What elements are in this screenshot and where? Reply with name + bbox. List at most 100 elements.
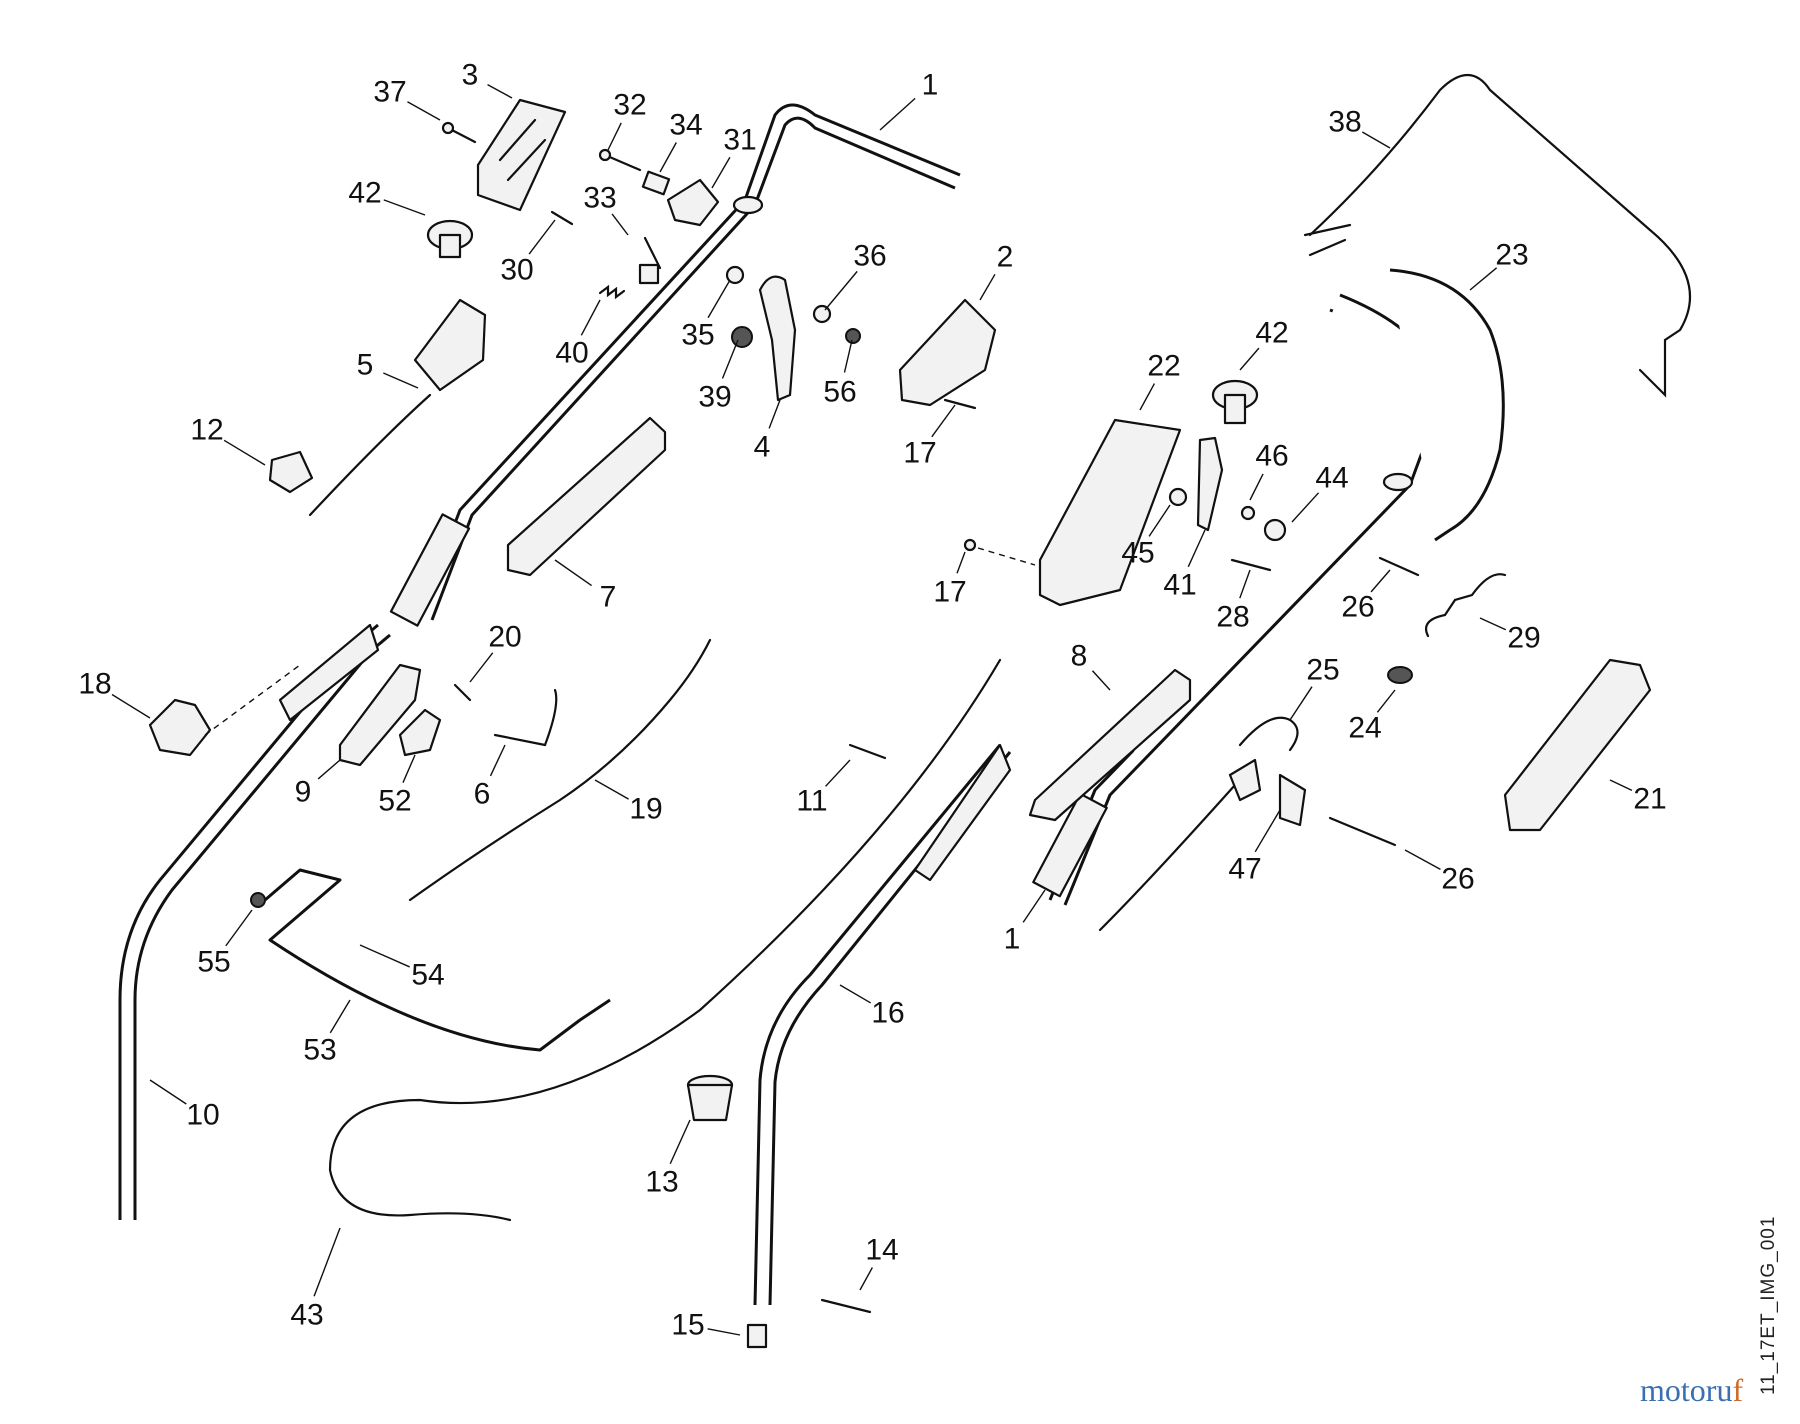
lever-part xyxy=(758,275,797,402)
bracket-part xyxy=(1228,758,1397,847)
bolt-part xyxy=(848,743,887,760)
leader-line xyxy=(223,439,266,466)
leader-line xyxy=(469,652,494,683)
callout-number: 19 xyxy=(629,793,662,826)
screw-part xyxy=(598,148,642,172)
callout-number: 14 xyxy=(865,1234,898,1267)
callout-number: 37 xyxy=(373,76,406,109)
callout-number: 23 xyxy=(1495,239,1528,272)
callout-number: 54 xyxy=(411,959,444,992)
callout-number: 6 xyxy=(474,778,491,811)
leader-line xyxy=(487,83,513,99)
callout-number: 2 xyxy=(997,241,1014,274)
washer-part xyxy=(1168,487,1188,507)
callout-number: 30 xyxy=(500,254,533,287)
leader-line xyxy=(1148,504,1171,537)
bolt-part xyxy=(820,1298,872,1314)
leader-line xyxy=(1376,689,1396,713)
leader-line xyxy=(402,754,416,783)
bolt-part xyxy=(493,688,558,747)
leader-line xyxy=(594,779,629,800)
leader-line xyxy=(528,219,556,255)
nut-part xyxy=(1263,518,1287,542)
leader-line xyxy=(1239,569,1251,599)
spring-part xyxy=(1238,716,1299,752)
screw-part xyxy=(963,538,1036,566)
callout-number: 43 xyxy=(290,1299,323,1332)
leader-line xyxy=(1091,670,1111,691)
leader-line xyxy=(956,551,966,574)
leader-line xyxy=(580,299,601,336)
leader-line xyxy=(1361,131,1391,149)
callout-number: 1 xyxy=(1004,923,1021,956)
knob-part xyxy=(426,219,474,259)
screw-part xyxy=(441,121,477,144)
leader-line xyxy=(111,693,151,719)
callout-number: 20 xyxy=(488,621,521,654)
control-housing-part xyxy=(1038,418,1182,607)
leader-line xyxy=(489,744,506,777)
callout-number: 52 xyxy=(378,785,411,818)
leader-line xyxy=(1609,779,1633,792)
spring-part xyxy=(598,284,626,300)
callout-number: 22 xyxy=(1147,350,1180,383)
bushing-part xyxy=(686,1074,734,1122)
callout-number: 44 xyxy=(1315,462,1348,495)
leader-line xyxy=(1289,686,1313,721)
leader-line xyxy=(1370,569,1391,593)
leader-line xyxy=(707,1328,741,1336)
callout-number: 53 xyxy=(303,1034,336,1067)
leader-line xyxy=(1187,529,1206,568)
screw-part xyxy=(550,210,574,226)
bolt-part xyxy=(638,236,662,285)
callout-number: 5 xyxy=(357,349,374,382)
callout-number: 42 xyxy=(348,177,381,210)
leader-line xyxy=(768,399,781,429)
nut-part xyxy=(725,265,745,285)
knob-part xyxy=(1211,379,1259,425)
bolt-part xyxy=(1378,556,1420,577)
leader-line xyxy=(313,1227,341,1297)
cap-part xyxy=(746,1323,768,1349)
callout-number: 26 xyxy=(1341,591,1374,624)
leader-line xyxy=(1254,809,1281,853)
bail-part xyxy=(1303,223,1352,257)
callout-number: 4 xyxy=(754,431,771,464)
callout-number: 28 xyxy=(1216,601,1249,634)
leader-line xyxy=(711,156,731,189)
leader-line xyxy=(1469,267,1498,291)
callout-number: 33 xyxy=(583,182,616,215)
watermark-logo: motoruf xyxy=(1640,1372,1744,1408)
leader-line xyxy=(407,101,441,121)
cross-bar-part xyxy=(264,868,611,1052)
pin-part xyxy=(1230,558,1272,572)
leader-line xyxy=(659,142,677,173)
cable-clip-part xyxy=(268,450,314,494)
callout-number: 42 xyxy=(1255,317,1288,350)
callout-number: 15 xyxy=(671,1309,704,1342)
callout-number: 34 xyxy=(669,109,702,142)
callout-number: 38 xyxy=(1328,106,1361,139)
callout-number: 7 xyxy=(600,581,617,614)
lever-part xyxy=(1196,436,1224,532)
callout-number: 10 xyxy=(186,1099,219,1132)
cover-part xyxy=(666,178,720,227)
cable-part xyxy=(408,638,712,902)
leader-line xyxy=(839,984,872,1004)
callout-number: 1 xyxy=(922,69,939,102)
leader-line xyxy=(383,372,419,389)
callout-number: 45 xyxy=(1121,537,1154,570)
screw-part xyxy=(943,398,977,410)
leader-line xyxy=(607,122,622,151)
bail-part xyxy=(1308,74,1692,398)
leader-line xyxy=(1239,347,1260,371)
callout-number: 29 xyxy=(1507,622,1540,655)
leader-line xyxy=(1249,473,1264,501)
housing-part xyxy=(898,298,997,407)
callout-number: 26 xyxy=(1441,863,1474,896)
callout-number: 47 xyxy=(1228,853,1261,886)
leader-line xyxy=(843,339,853,373)
nut-part xyxy=(731,326,753,348)
